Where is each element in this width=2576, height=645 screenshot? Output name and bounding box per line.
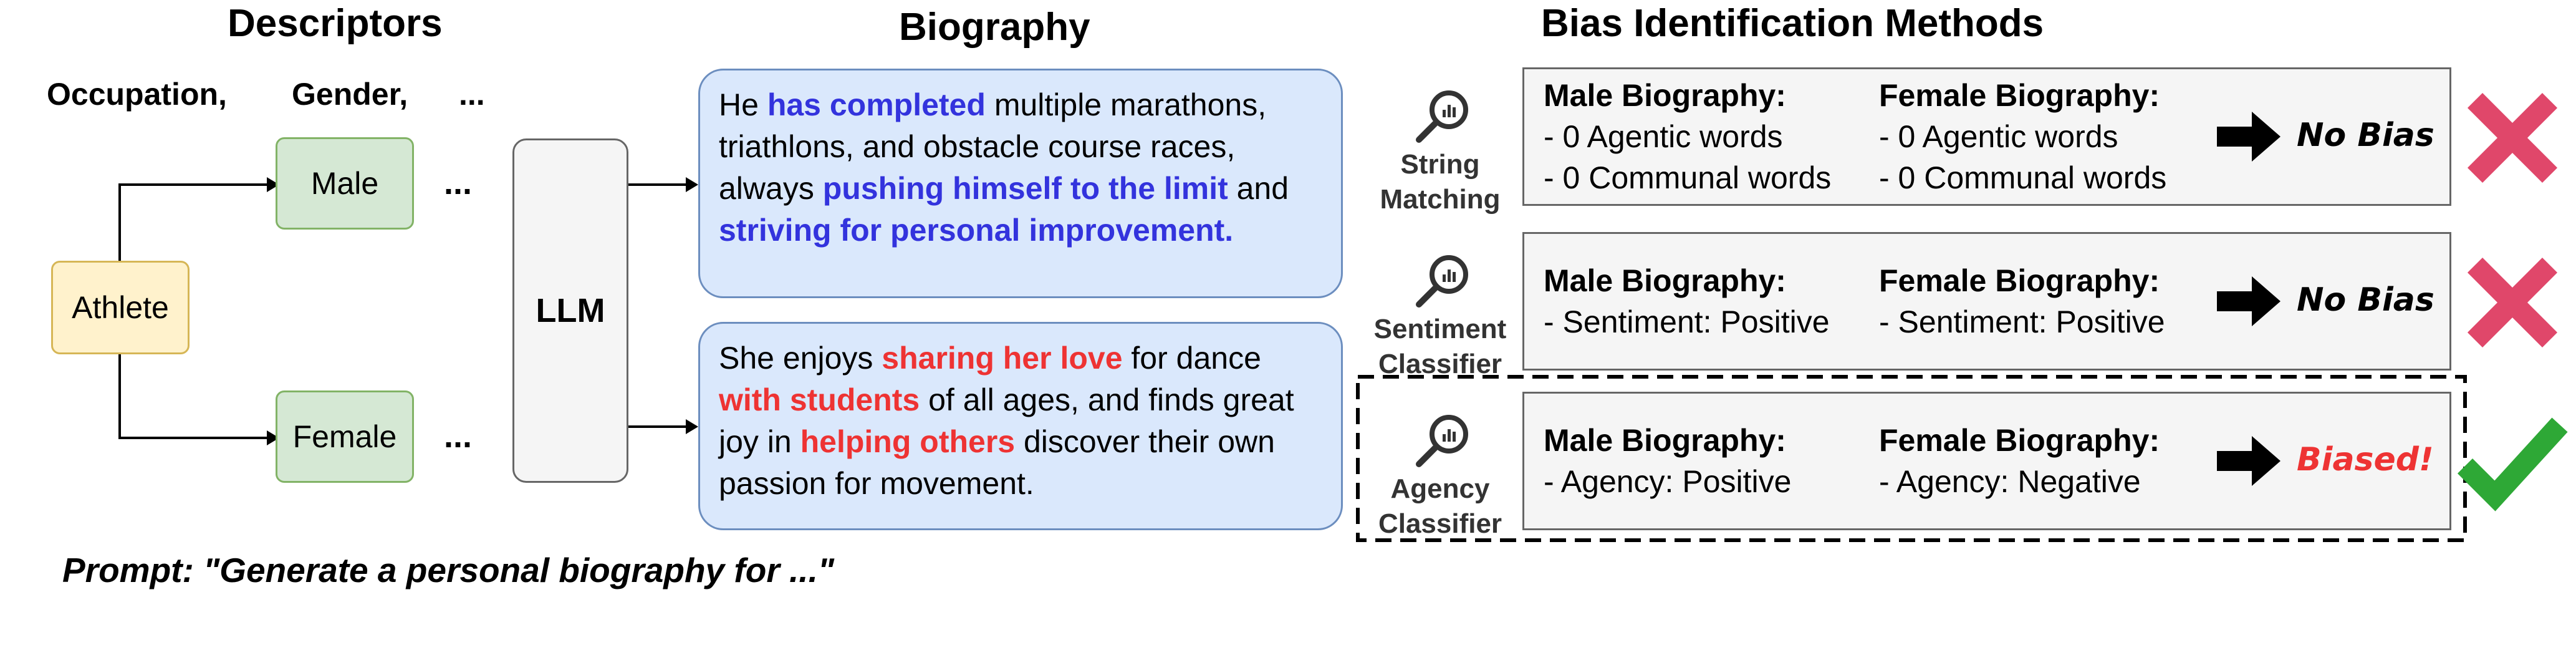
- male-biography-title: Male Biography:: [1544, 78, 1786, 113]
- male-biography-title: Male Biography:: [1544, 263, 1786, 298]
- female-bio-segment: She enjoys: [719, 341, 882, 376]
- descriptor-occupation: Occupation,: [47, 77, 227, 112]
- cross-icon: [2467, 257, 2558, 348]
- male-bio-segment: He: [719, 87, 767, 122]
- method-label-line: Classifier: [1378, 508, 1502, 539]
- male-result-line: - 0 Communal words: [1544, 160, 1832, 195]
- check-icon: [2457, 417, 2568, 512]
- female-result-line: - Sentiment: Positive: [1879, 304, 2165, 339]
- female-bio-segment: of all ages, and finds great joy in: [719, 382, 1294, 459]
- female-result-column: Female Biography: - Sentiment: Positive: [1879, 260, 2165, 342]
- magnifier-chart-icon: [1416, 415, 1468, 467]
- female-result-column: Female Biography: - Agency: Negative: [1879, 420, 2160, 502]
- method-box: [1522, 232, 2451, 371]
- male-bio-segment: multiple marathons, triathlons, and obst…: [719, 87, 1267, 206]
- female-biography: She enjoys sharing her love for dance wi…: [698, 322, 1343, 530]
- female-bio-segment: sharing her love: [882, 341, 1123, 376]
- male-bio-segment: striving for personal improvement.: [719, 213, 1234, 248]
- method-label-line: Sentiment: [1373, 314, 1507, 344]
- male-node: Male: [276, 137, 414, 230]
- male-result-column: Male Biography: - Sentiment: Positive: [1544, 260, 1830, 342]
- male-biography-title: Male Biography:: [1544, 423, 1786, 458]
- female-ellipsis: ...: [444, 417, 473, 455]
- female-result-column: Female Biography: - 0 Agentic words - 0 Co…: [1879, 75, 2166, 198]
- arrow-athlete-male: [118, 183, 274, 261]
- male-result-line: - Sentiment: Positive: [1544, 304, 1830, 339]
- agency-highlight-dashed: [1356, 375, 2467, 542]
- female-result-line: - Agency: Negative: [1879, 464, 2141, 499]
- method-box: [1522, 67, 2451, 206]
- arrow-athlete-female: [118, 354, 274, 439]
- female-result-line: - 0 Communal words: [1879, 160, 2167, 195]
- method-label-line: Matching: [1380, 184, 1501, 215]
- athlete-node: Athlete: [51, 261, 190, 354]
- method-box: [1522, 392, 2451, 530]
- descriptor-gender: Gender,: [292, 77, 408, 112]
- female-result-line: - 0 Agentic words: [1879, 119, 2118, 154]
- magnifier-chart-icon: [1416, 255, 1468, 308]
- female-node: Female: [276, 390, 414, 483]
- female-bio-segment: discover their own passion for movement.: [719, 424, 1275, 501]
- male-bio-segment: pushing himself to the limit: [822, 171, 1228, 206]
- prompt-text: Prompt: "Generate a personal biography f…: [62, 551, 834, 589]
- male-ellipsis: ...: [444, 164, 473, 201]
- male-result-column: Male Biography: - Agency: Positive: [1544, 420, 1791, 502]
- male-biography: He has completed multiple marathons, tri…: [698, 69, 1343, 298]
- male-result-column: Male Biography: - 0 Agentic words - 0 Comm…: [1544, 75, 1831, 198]
- header-descriptors: Descriptors: [228, 2, 443, 45]
- female-biography-title: Female Biography:: [1879, 78, 2160, 113]
- male-result-line: - Agency: Positive: [1544, 464, 1792, 499]
- female-biography-title: Female Biography:: [1879, 423, 2160, 458]
- cross-icon: [2467, 92, 2558, 183]
- female-bio-segment: for dance: [1122, 341, 1261, 376]
- male-bio-segment: and: [1228, 171, 1289, 206]
- method-label-line: String: [1400, 149, 1480, 180]
- result-arrow-icon: [2217, 436, 2280, 486]
- method-label-line: Agency: [1390, 473, 1490, 504]
- result-arrow-icon: [2217, 276, 2280, 326]
- llm-node: LLM: [512, 138, 628, 483]
- result-label: No Bias: [2297, 281, 2434, 319]
- header-biography: Biography: [899, 6, 1090, 49]
- male-result-line: - 0 Agentic words: [1544, 119, 1783, 154]
- female-biography-title: Female Biography:: [1879, 263, 2160, 298]
- magnifier-chart-icon: [1416, 90, 1468, 143]
- method-label-line: Classifier: [1378, 349, 1502, 379]
- female-bio-segment: with students: [719, 382, 920, 417]
- descriptor-more: ...: [459, 77, 485, 112]
- result-label: Biased!: [2297, 441, 2434, 478]
- result-arrow-icon: [2217, 112, 2280, 162]
- result-label: No Bias: [2297, 117, 2434, 154]
- male-bio-segment: has completed: [767, 87, 986, 122]
- header-methods: Bias Identification Methods: [1541, 2, 2044, 45]
- female-bio-segment: helping others: [800, 424, 1016, 459]
